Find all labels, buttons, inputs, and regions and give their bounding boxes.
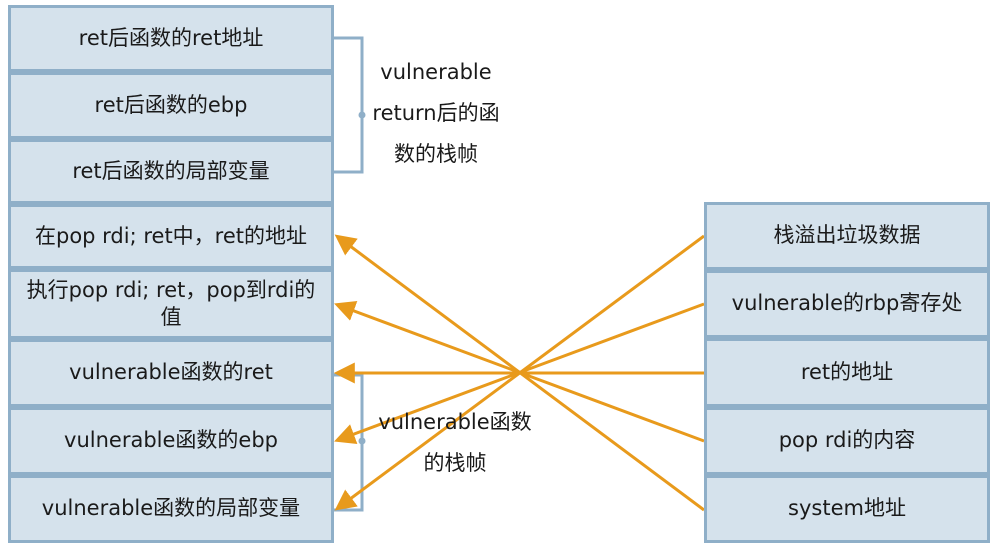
right-stack-cell-5: system地址	[704, 475, 990, 543]
right-stack-cell-3: ret的地址	[704, 338, 990, 407]
lower-frame-bracket	[334, 373, 364, 512]
left-stack-cell-2: ret后函数的ebp	[8, 72, 334, 139]
left-stack-cell-7: vulnerable函数的ebp	[8, 407, 334, 475]
right-stack-cell-4: pop rdi的内容	[704, 407, 990, 475]
left-stack-cell-1: ret后函数的ret地址	[8, 5, 334, 72]
lower-frame-label: vulnerable函数的栈帧	[378, 410, 532, 475]
left-stack-cell-4: 在pop rdi; ret中，ret的地址	[8, 204, 334, 269]
left-stack-cell-8: vulnerable函数的局部变量	[8, 475, 334, 543]
right-stack-cell-1: 栈溢出垃圾数据	[704, 202, 990, 270]
upper-bracket-dot	[358, 111, 366, 119]
left-stack-cell-6: vulnerable函数的ret	[8, 339, 334, 407]
left-stack-cell-5: 执行pop rdi; ret，pop到rdi的值	[8, 269, 334, 339]
arrow-system-to-retaddr	[334, 234, 705, 512]
left-stack-cell-3: ret后函数的局部变量	[8, 139, 334, 204]
upper-frame-bracket	[334, 36, 364, 174]
lower-bracket-dot	[358, 437, 366, 445]
upper-frame-label: vulnerable return后的函数的栈帧	[372, 60, 500, 166]
right-stack-cell-2: vulnerable的rbp寄存处	[704, 270, 990, 338]
